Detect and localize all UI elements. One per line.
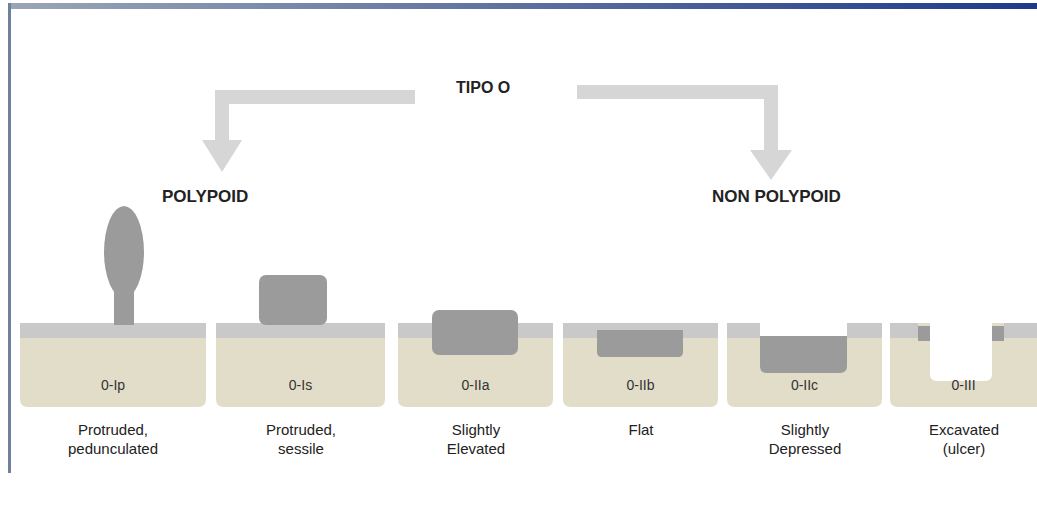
- heading-label: TIPO O: [456, 79, 510, 97]
- type-code: 0-Ip: [20, 375, 206, 395]
- mucosa-layer: [216, 323, 385, 338]
- elevated-lesion: [432, 310, 518, 355]
- mucosa-layer: [890, 323, 918, 338]
- tissue-block: [20, 323, 206, 407]
- type-description: Slightly Elevated: [422, 420, 530, 458]
- sessile-lesion: [259, 275, 327, 325]
- ulcer-rim: [918, 326, 930, 341]
- flat-lesion: [597, 330, 683, 357]
- tissue-block: 0-IIbFlat: [563, 323, 718, 407]
- type-description: Protruded, sessile: [247, 420, 355, 458]
- branch-arrow: [202, 90, 415, 172]
- type-description: Protruded, pedunculated: [59, 420, 167, 458]
- type-code: 0-IIc: [727, 375, 882, 395]
- tissue-block: 0-IsProtruded, sessile: [216, 323, 385, 407]
- tissue-block: 0-IpProtruded, pedunculated: [20, 323, 206, 407]
- depression: [760, 322, 847, 336]
- tissue-block: 0-IIIExcavated (ulcer): [890, 323, 1037, 407]
- ulcer-rim: [992, 326, 1004, 341]
- type-code: 0-Is: [216, 375, 385, 395]
- type-code: 0-IIa: [398, 375, 553, 395]
- type-code: 0-IIb: [563, 375, 718, 395]
- tissue-block: [890, 323, 1037, 407]
- branch-arrow: [577, 85, 792, 180]
- polyp-head: [104, 206, 144, 298]
- mucosa-layer: [847, 323, 882, 338]
- type-description: Slightly Depressed: [751, 420, 859, 458]
- type-code: 0-III: [890, 375, 1037, 395]
- depressed-lesion: [760, 336, 847, 373]
- tissue-block: 0-IIcSlightly Depressed: [727, 323, 882, 407]
- frame-top-bar: [8, 3, 1037, 9]
- frame-left-bar: [8, 3, 11, 473]
- mucosa-layer: [1004, 323, 1037, 338]
- type-description: Flat: [587, 420, 695, 439]
- mucosa-layer: [727, 323, 760, 338]
- tissue-block: 0-IIaSlightly Elevated: [398, 323, 553, 407]
- ulcer-crater: [930, 322, 992, 381]
- group-label: POLYPOID: [162, 187, 248, 207]
- tissue-block: [216, 323, 385, 407]
- tissue-block: [563, 323, 718, 407]
- mucosa-layer: [20, 323, 206, 338]
- type-description: Excavated (ulcer): [910, 420, 1018, 458]
- group-label: NON POLYPOID: [712, 187, 841, 207]
- tissue-block: [727, 323, 882, 407]
